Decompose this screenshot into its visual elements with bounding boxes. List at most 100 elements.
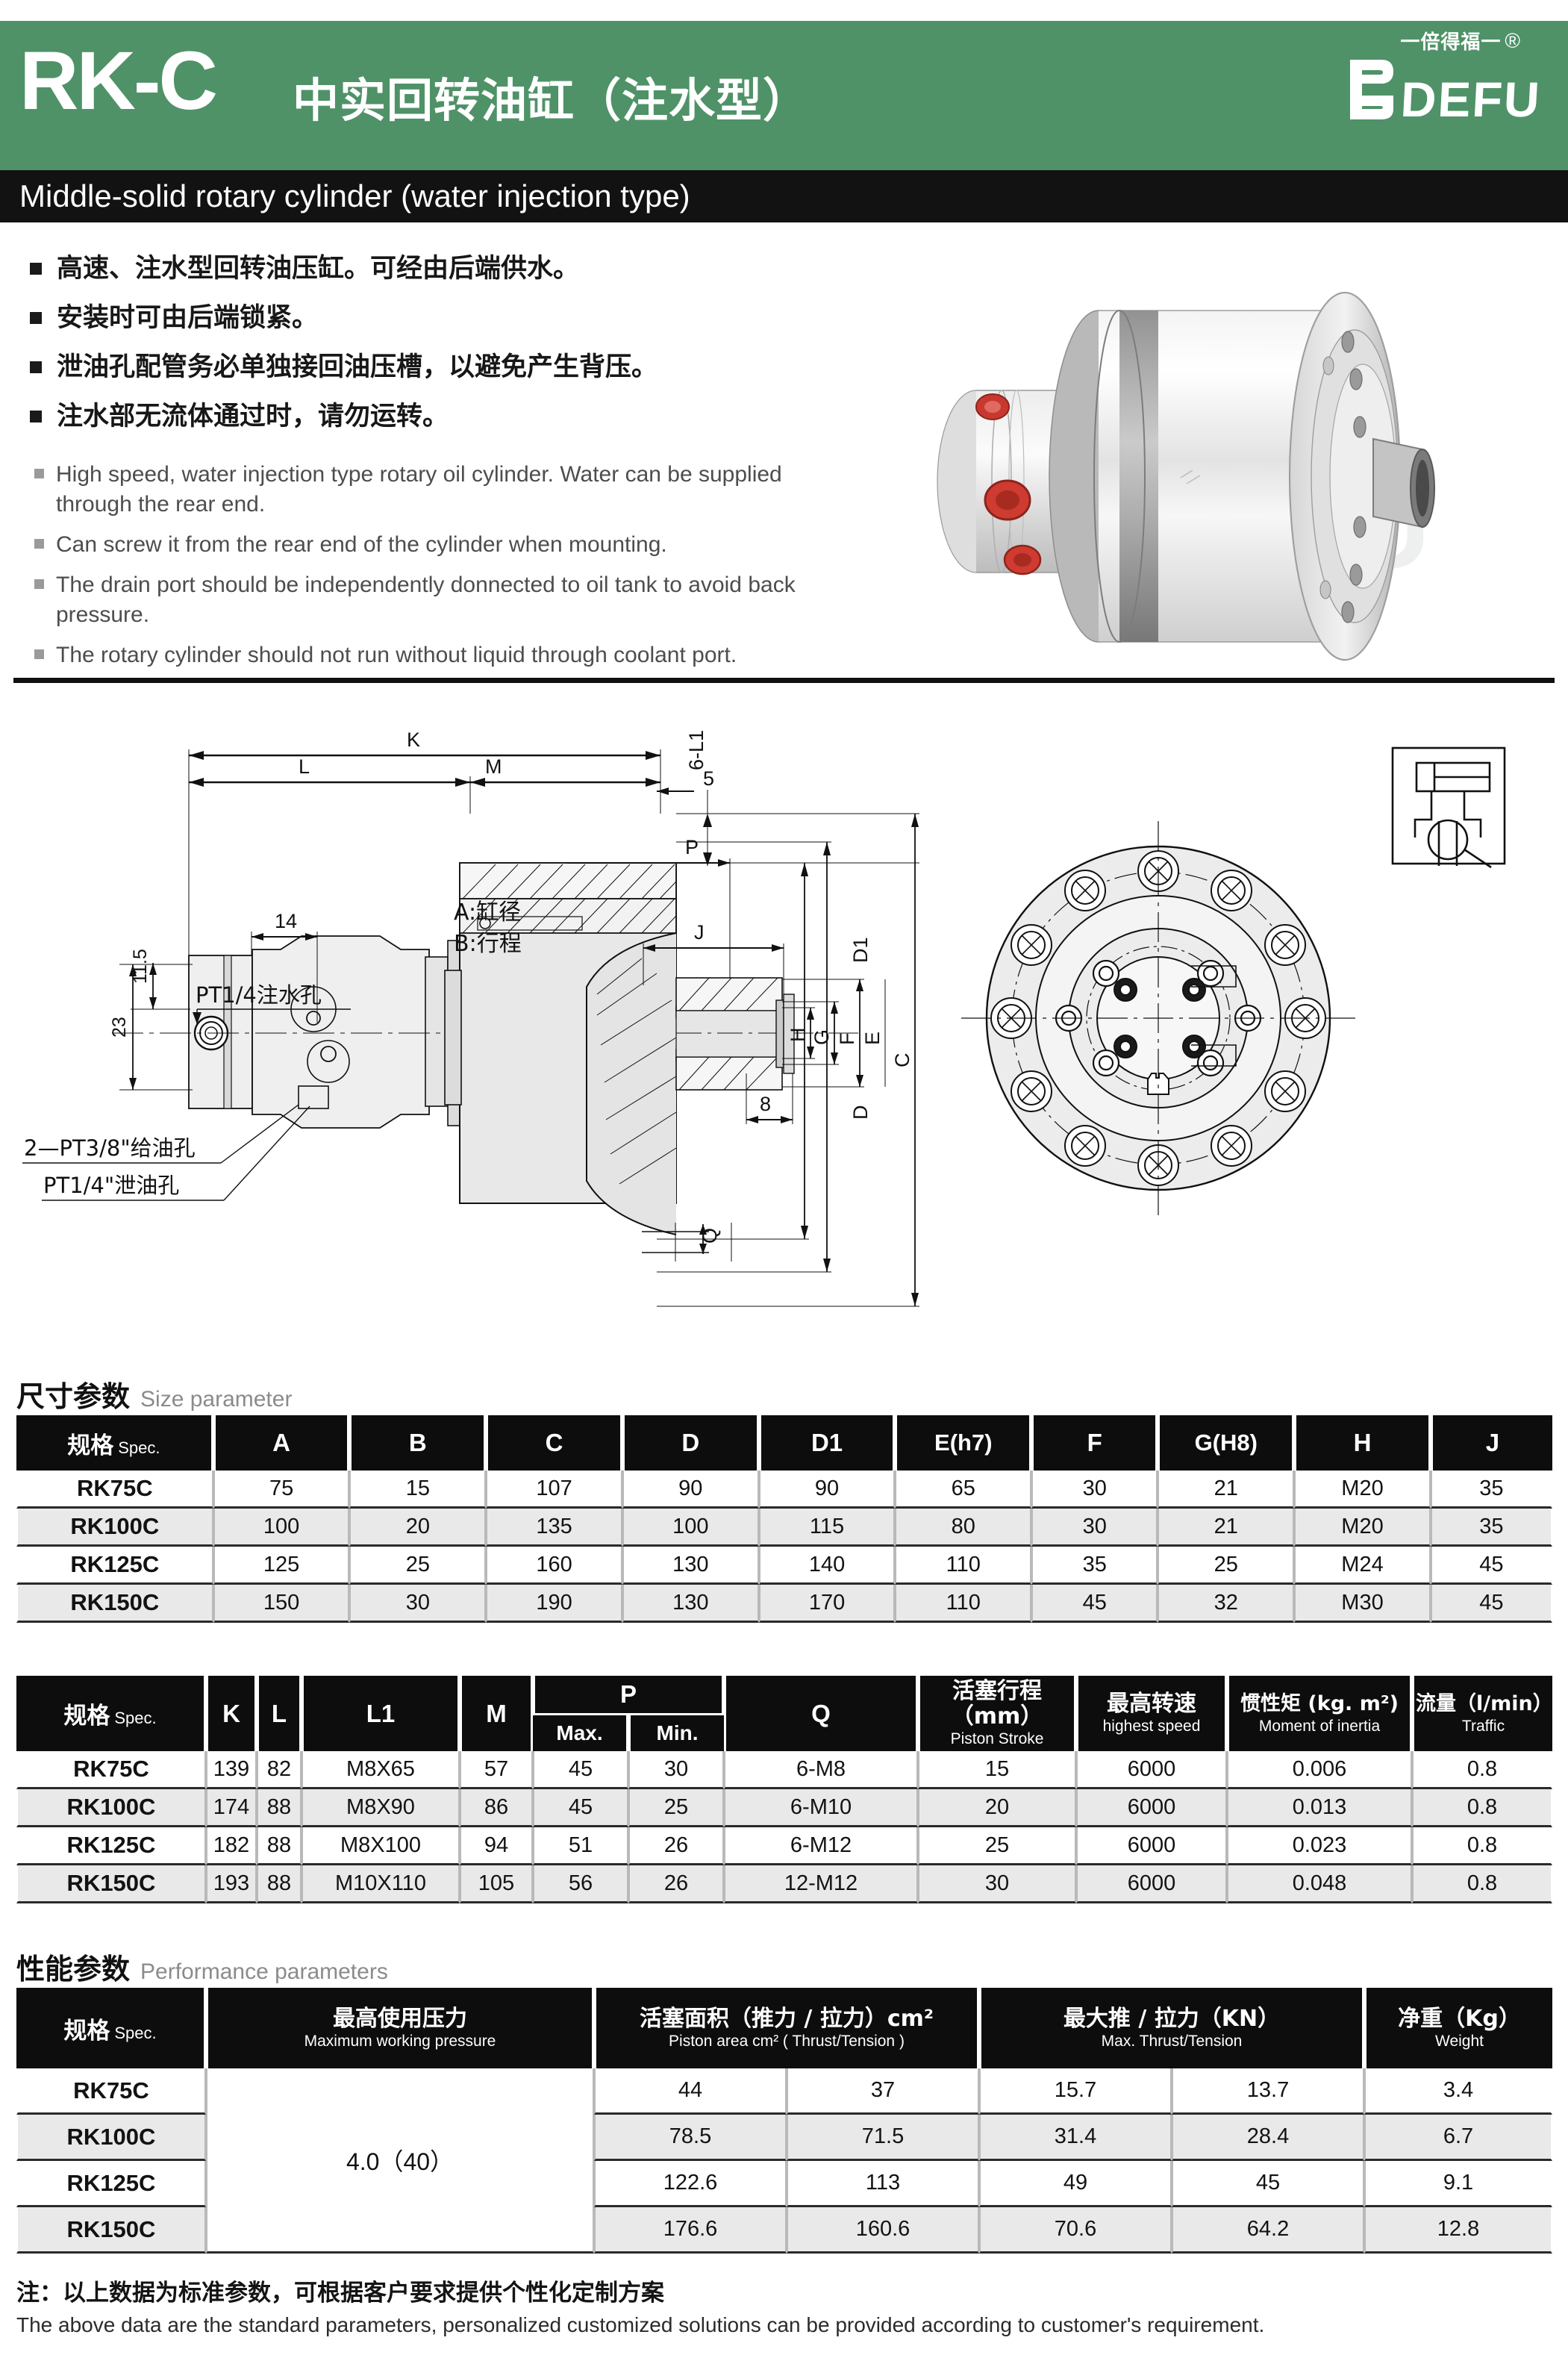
svg-text:C: C [891,1053,913,1068]
feature-text: Can screw it from the rear end of the cy… [56,532,667,557]
feature-text: 注水部无流体通过时，请勿运转。 [57,402,449,431]
col-header-p: P [533,1676,725,1716]
feature-text: High speed, water injection type rotary … [56,462,782,517]
col-header-max-thrust-tension: 最大推 / 拉力（KN） Max. Thrust/Tension [979,1988,1365,2068]
svg-text:D1: D1 [849,937,872,963]
cell-value: 0.8 [1412,1865,1553,1903]
cell-value: 176.6 [594,2207,787,2254]
cell-value: 45 [1430,1547,1552,1585]
cell-value: 20 [349,1509,487,1547]
cell-value: 0.8 [1412,1789,1553,1827]
cell-value: 82 [257,1751,302,1789]
cell-value: 113 [787,2161,979,2207]
header-green-band: RK-C 中实回转油缸（注水型） 一倍得福一 ® DEFU [0,21,1568,170]
cell-value: 35 [1430,1509,1552,1547]
cell-model: RK100C [16,2115,206,2161]
footer-note-english: The above data are the standard paramete… [16,2313,1265,2336]
cell-value: 15 [918,1751,1077,1789]
cell-value: 88 [257,1789,302,1827]
cell-value: 125 [213,1547,350,1585]
feature-text: 高速、注水型回转油压缸。可经由后端供水。 [57,254,580,284]
col-header-q: Q [724,1676,919,1751]
cell-model: RK125C [16,1547,213,1585]
col-header-p-max: Max. [533,1715,628,1751]
cell-value: 21 [1158,1509,1295,1547]
cell-value: 28.4 [1172,2115,1365,2161]
cell-value: 25 [628,1789,725,1827]
col-header-a: A [213,1415,350,1471]
col-header-d: D [622,1415,759,1471]
heading-english: Performance parameters [140,1959,388,1984]
cell-value: 88 [257,1865,302,1903]
footer-note-chinese: 注：以上数据为标准参数，可根据客户要求提供个性化定制方案 [16,2280,664,2307]
bore-note-label: A:缸径 [454,899,521,926]
feature-item-cn: 高速、注水型回转油压缸。可经由后端供水。 [0,252,836,285]
cell-value: M10X110 [302,1865,460,1903]
square-bullet-icon [34,469,44,478]
cell-value: 6000 [1076,1751,1228,1789]
feature-item-en: Can screw it from the rear end of the cy… [0,530,836,560]
cell-value: 35 [1430,1471,1552,1509]
cell-value: 75 [213,1471,350,1509]
svg-text:K: K [407,729,420,751]
col-header-m: M [460,1676,533,1751]
cell-value: 44 [594,2068,787,2115]
square-bullet-icon [30,361,42,373]
col-header-piston-stroke: 活塞行程（mm） Piston Stroke [918,1676,1077,1751]
heading-english: Size parameter [140,1387,293,1412]
cell-value: M20 [1294,1509,1431,1547]
cell-value: 35 [1031,1547,1158,1585]
cell-value: 45 [533,1751,628,1789]
features-list: 高速、注水型回转油压缸。可经由后端供水。 安装时可由后端锁紧。 泄油孔配管务必单… [0,252,836,681]
cell-value: 6-M10 [724,1789,919,1827]
logo-slogan-group: 一倍得福一 ® [1400,27,1520,54]
cell-value: M8X90 [302,1789,460,1827]
cell-value: 88 [257,1827,302,1865]
col-header-highest-speed: 最高转速 highest speed [1076,1676,1228,1751]
col-header-l1: L1 [302,1676,460,1751]
table-row: RK75C 75 15 107 90 90 65 30 21 M20 35 [16,1471,1552,1509]
cell-value: 12-M12 [724,1865,919,1903]
cell-value: 0.013 [1227,1789,1413,1827]
col-header-e: E(h7) [895,1415,1032,1471]
cell-value: 30 [918,1865,1077,1903]
cell-model: RK75C [16,2068,206,2115]
product-title-chinese: 中实回转油缸（注水型） [293,73,810,128]
cell-value: 25 [349,1547,487,1585]
table-row: RK100C 174 88 M8X90 86 45 25 6-M10 20 60… [16,1789,1553,1827]
cell-value: 135 [486,1509,622,1547]
square-bullet-icon [34,539,44,549]
cell-value: 86 [460,1789,533,1827]
cell-model: RK100C [16,1789,206,1827]
cell-value: 122.6 [594,2161,787,2207]
feature-text: 泄油孔配管务必单独接回油压槽，以避免产生背压。 [57,352,658,382]
square-bullet-icon [34,579,44,589]
square-bullet-icon [34,649,44,659]
registered-trademark-icon: ® [1505,28,1520,52]
col-header-p-min: Min. [628,1715,725,1751]
cell-value: 100 [213,1509,350,1547]
cell-value: 90 [622,1471,759,1509]
svg-text:2—PT3/8"给油孔: 2—PT3/8"给油孔 [24,1135,196,1161]
cell-value: 30 [1031,1471,1158,1509]
cell-value: 15 [349,1471,487,1509]
performance-parameter-heading: 性能参数 Performance parameters [16,1946,388,1987]
svg-text:D: D [849,1105,872,1120]
svg-text:F: F [836,1033,858,1046]
feature-item-en: The drain port should be independently d… [0,570,836,630]
cell-value: 26 [628,1865,725,1903]
svg-text:5: 5 [703,767,714,790]
cell-value: 37 [787,2068,979,2115]
cell-value: 130 [622,1585,759,1623]
cell-value: 100 [622,1509,759,1547]
cell-value: 25 [918,1827,1077,1865]
header-black-band [0,170,1568,222]
cell-value: 30 [349,1585,487,1623]
svg-text:E: E [861,1032,884,1045]
cell-value: 90 [758,1471,896,1509]
cell-value: 193 [206,1865,257,1903]
cell-value: 174 [206,1789,257,1827]
